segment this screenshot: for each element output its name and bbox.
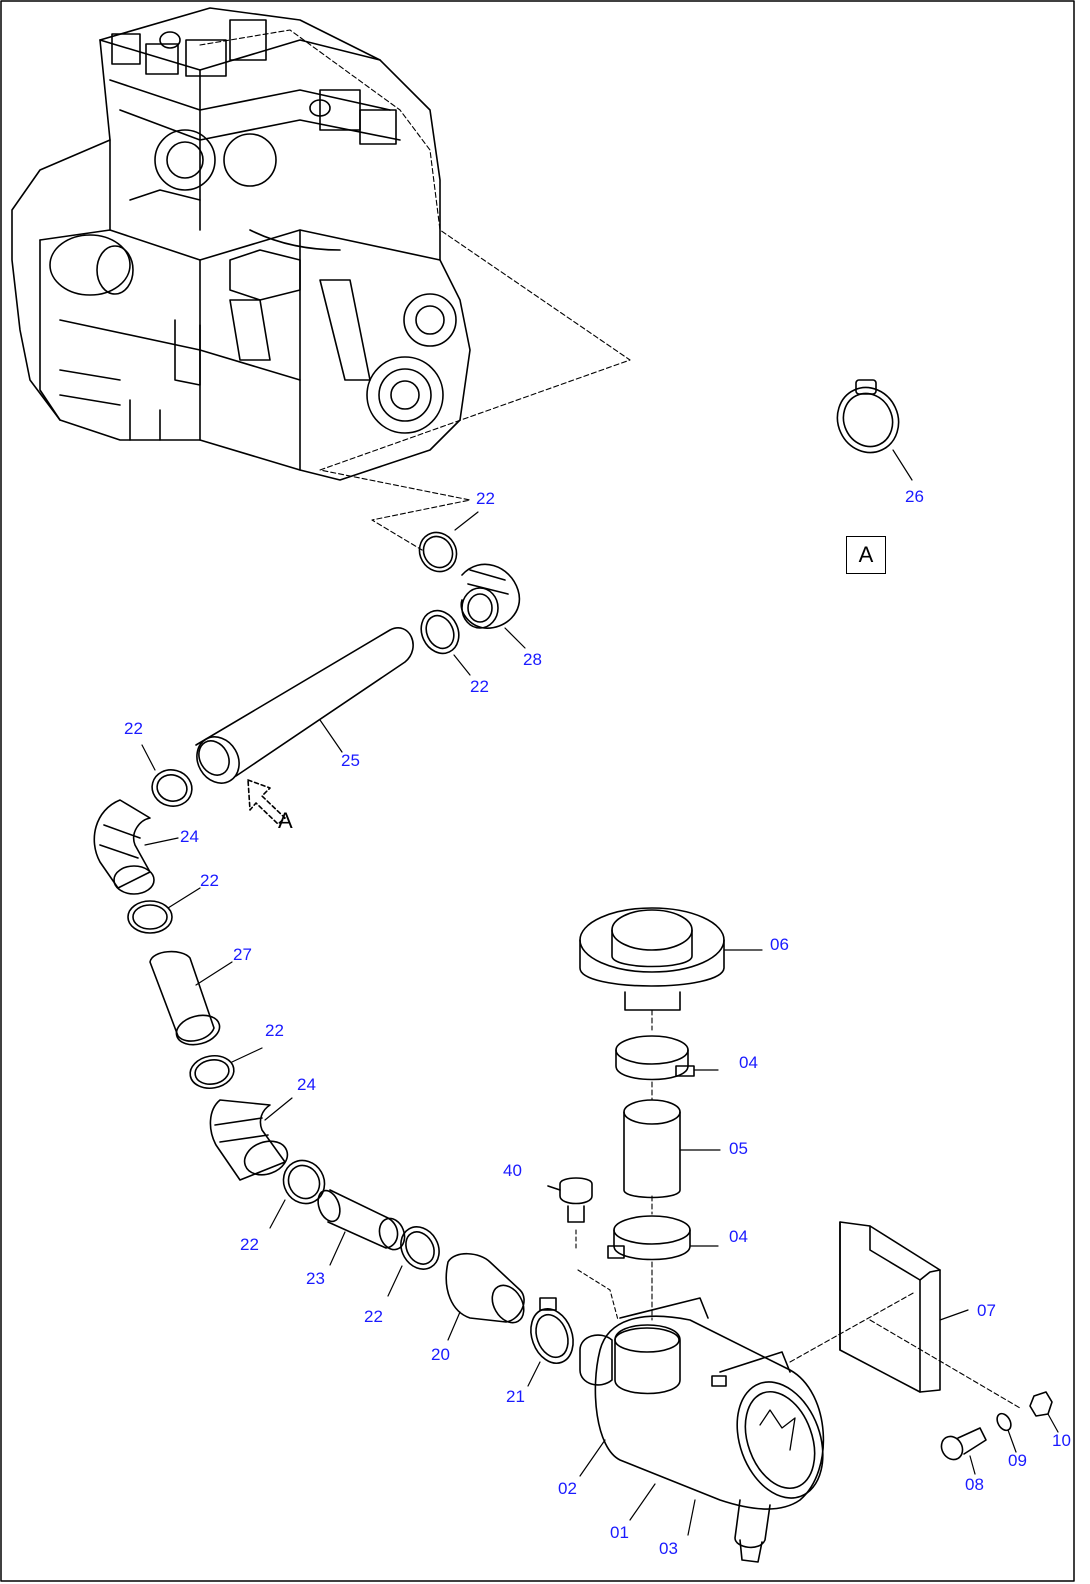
callout-27: 27 [233, 945, 252, 964]
callout-06: 06 [770, 935, 789, 954]
view-a-marker: A [846, 536, 886, 574]
elbow-28 [460, 563, 526, 649]
nut-10 [1029, 1391, 1059, 1433]
callout-22e: 22 [265, 1021, 284, 1040]
callout-23: 23 [306, 1269, 325, 1288]
elbow-24-lower [209, 1097, 293, 1181]
clamp-22-upper [418, 511, 479, 573]
callout-08: 08 [965, 1475, 984, 1494]
elbow-24-upper [93, 799, 179, 895]
clamp-22-second [420, 609, 471, 676]
callout-22c: 22 [124, 719, 143, 738]
hose-27 [149, 950, 233, 1046]
reducer-20 [445, 1252, 525, 1341]
callout-03: 03 [659, 1539, 678, 1558]
bolt-08 [940, 1427, 987, 1475]
callout-22d: 22 [200, 871, 219, 890]
bracket-mount-line [789, 1291, 916, 1363]
clamp-22-seventh [387, 1226, 440, 1297]
clamp-22-third [141, 744, 193, 807]
callout-10: 10 [1052, 1431, 1071, 1450]
callout-24b: 24 [297, 1075, 316, 1094]
washer-09 [996, 1412, 1017, 1453]
callout-22f: 22 [240, 1235, 259, 1254]
bolt-axis-line [869, 1319, 1021, 1409]
clamp-22-fifth [189, 1047, 263, 1090]
sleeve-05 [623, 1099, 721, 1199]
band-clamp-04-lower [607, 1215, 719, 1261]
callout-22g: 22 [364, 1307, 383, 1326]
callout-07: 07 [977, 1301, 996, 1320]
callout-26: 26 [905, 487, 924, 506]
hose-23 [317, 1189, 406, 1266]
callout-01: 01 [610, 1523, 629, 1542]
callout-28: 28 [523, 650, 542, 669]
callout-04b: 04 [729, 1227, 748, 1246]
sensor-40 [547, 1177, 619, 1321]
bracket-07 [839, 1221, 969, 1393]
view-arrow-a-label: A [278, 808, 293, 833]
callout-20: 20 [431, 1345, 450, 1364]
callout-09: 09 [1008, 1451, 1027, 1470]
callout-24a: 24 [180, 827, 199, 846]
precleaner-06 [579, 907, 763, 1011]
callout-40: 40 [503, 1161, 522, 1180]
callout-21: 21 [506, 1387, 525, 1406]
air-cleaner-body-01 [579, 1297, 825, 1563]
clamp-22-sixth [269, 1159, 326, 1229]
callout-25: 25 [341, 751, 360, 770]
callout-22b: 22 [470, 677, 489, 696]
callout-05: 05 [729, 1139, 748, 1158]
clamp-21 [527, 1297, 574, 1387]
callout-04a: 04 [739, 1053, 758, 1072]
band-clamp-04-upper [615, 1035, 719, 1081]
clamp-26 [836, 379, 913, 481]
engine-connection-leader [199, 29, 631, 551]
pipe-25 [195, 627, 414, 784]
engine-assembly [11, 7, 471, 481]
clamp-22-fourth [127, 887, 201, 934]
callout-22a: 22 [476, 489, 495, 508]
view-arrow-a [247, 779, 286, 825]
callout-02: 02 [558, 1479, 577, 1498]
